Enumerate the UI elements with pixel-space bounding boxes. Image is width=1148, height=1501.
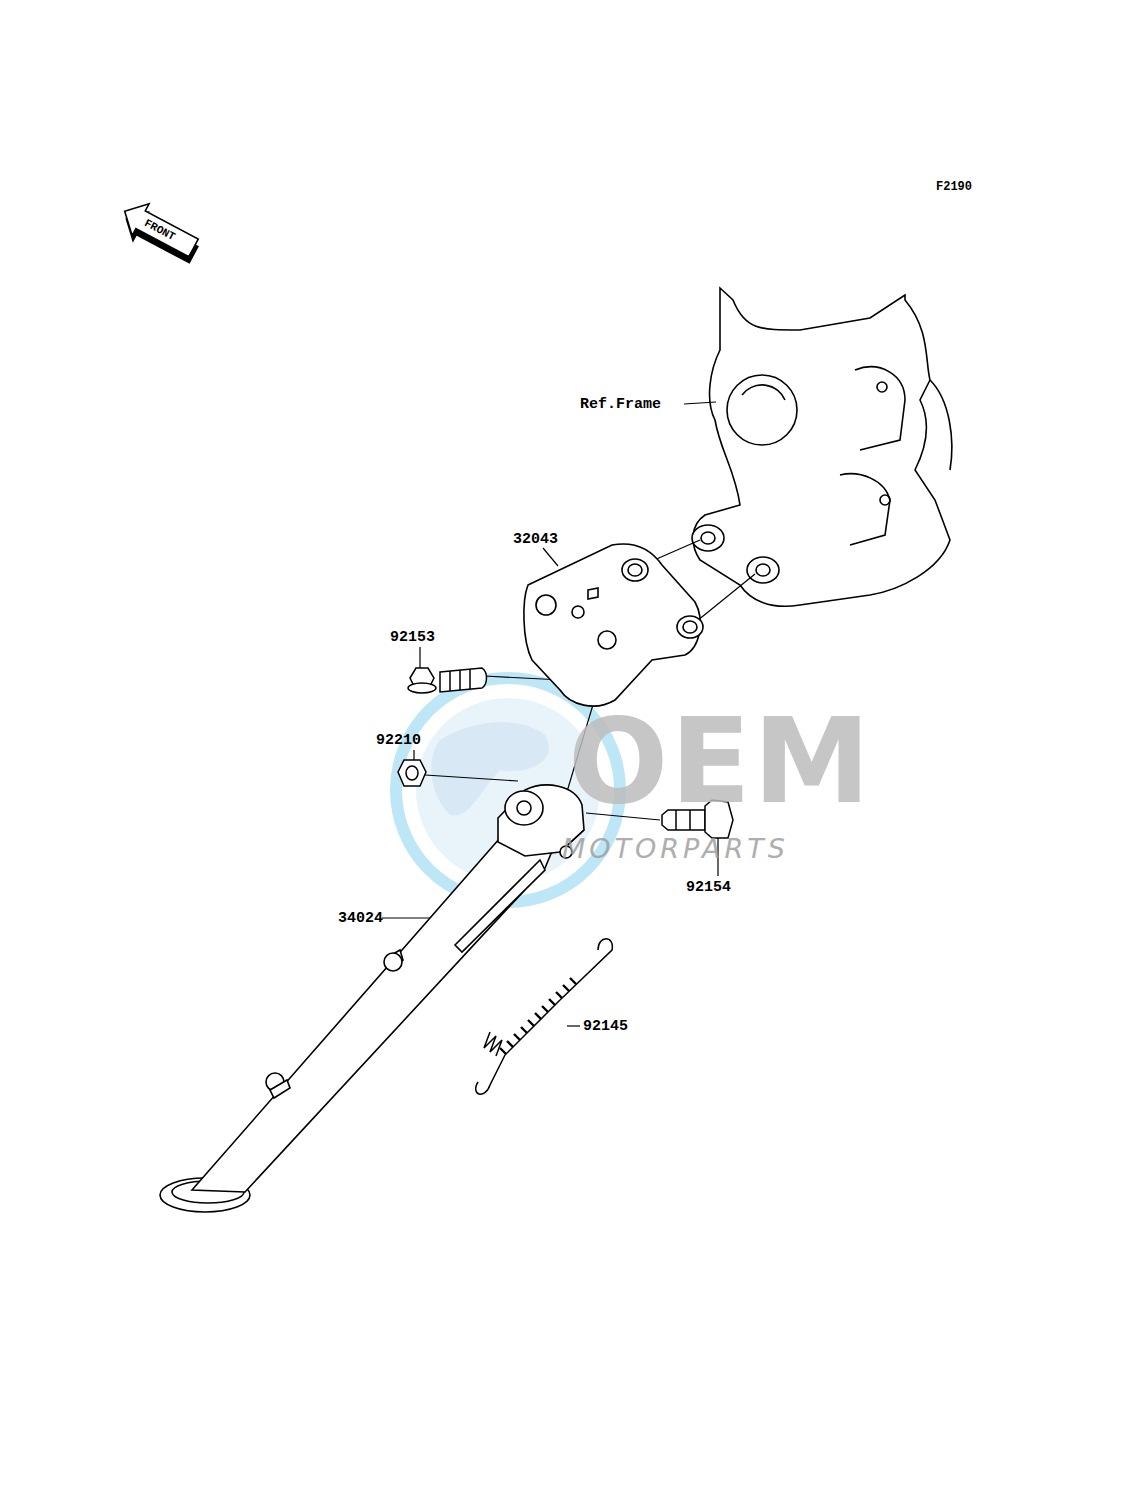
- callout-number: 32043: [513, 532, 558, 547]
- frame-mount: [692, 525, 779, 583]
- part-reference: Ref.Frame: [580, 397, 661, 412]
- nut: [398, 760, 426, 786]
- side-stand: [160, 785, 584, 1212]
- stand-bracket: [524, 544, 703, 706]
- spring: [476, 939, 613, 1094]
- watermark: MOTORPARTS: [562, 835, 789, 862]
- callout-number: 92154: [686, 880, 731, 895]
- drawing-number: F2190: [936, 181, 972, 193]
- callout-number: 92210: [376, 733, 421, 748]
- front-arrow: [113, 195, 205, 271]
- callout-number: 92145: [583, 1019, 628, 1034]
- callout-number: 92153: [390, 630, 435, 645]
- frame-outline: [693, 288, 952, 606]
- watermark: OEM: [568, 702, 872, 820]
- callout-number: 34024: [338, 911, 383, 926]
- bolt: [408, 668, 487, 693]
